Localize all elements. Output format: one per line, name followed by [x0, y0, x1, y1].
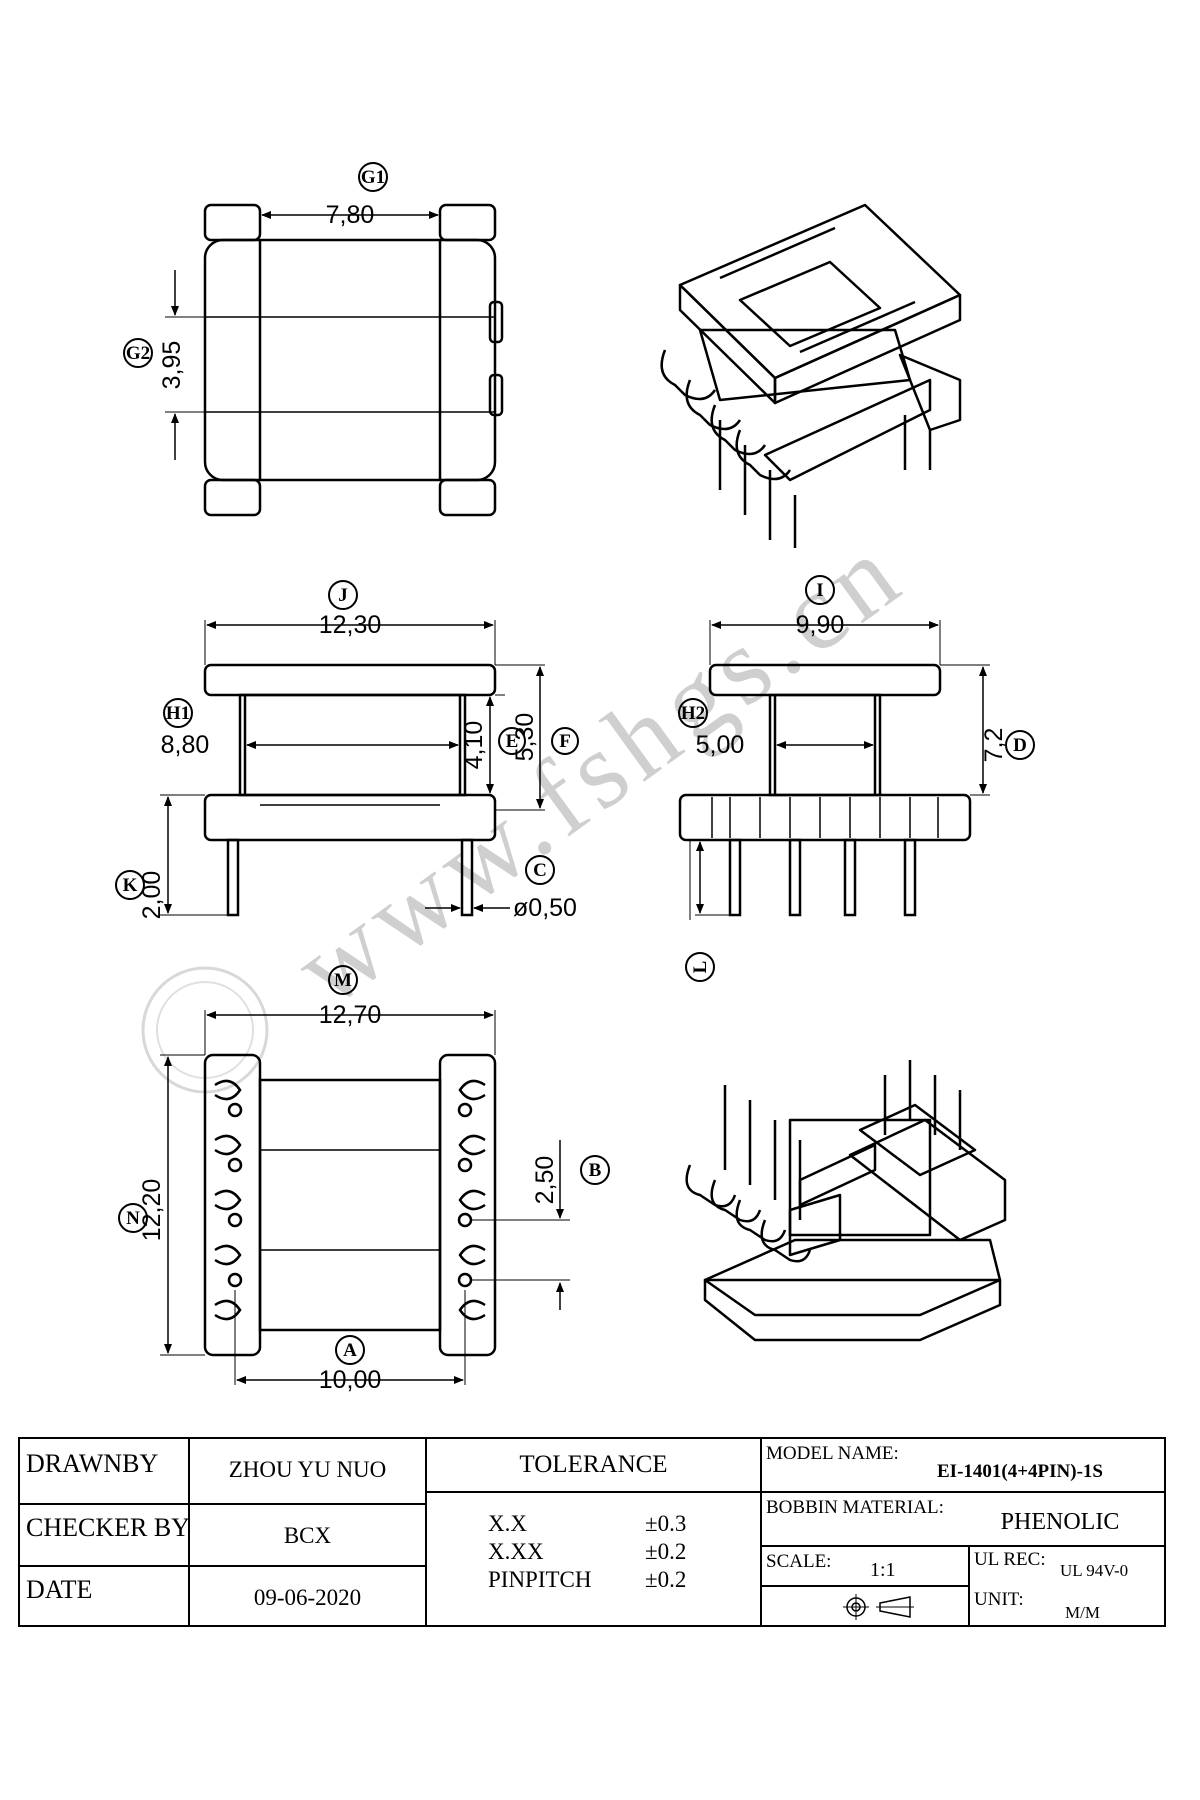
dim-f: 5,30: [511, 713, 539, 762]
ref-a: A: [343, 1340, 357, 1361]
ref-h2: H2: [681, 703, 705, 724]
date-label: DATE: [26, 1575, 93, 1604]
ref-k: K: [123, 875, 138, 896]
side-view: [678, 620, 990, 920]
bottom-view-labels: M 12,70 N 12,20 B 2,50 A 10,00: [118, 965, 610, 1394]
ref-m: M: [334, 970, 352, 991]
front-view: [160, 620, 545, 917]
side-view-labels: I 9,90 H2 5,00 D 7,2 L: [678, 575, 1035, 982]
projection-symbol-icon: [843, 1594, 914, 1620]
ref-g2: G2: [126, 343, 150, 364]
model-value: EI-1401(4+4PIN)-1S: [937, 1461, 1103, 1482]
divider: [20, 1503, 425, 1505]
model-label: MODEL NAME:: [766, 1443, 899, 1464]
dim-k: 2,00: [138, 871, 166, 920]
date-value: 09-06-2020: [253, 1585, 362, 1610]
ref-f: F: [559, 731, 571, 752]
top-view-labels: G1 7,80 G2 3,95: [123, 162, 388, 390]
watermark-text: www.fshgs.cn: [272, 509, 925, 1030]
tolerance-value-1: ±0.3: [645, 1511, 687, 1536]
dim-b: 2,50: [531, 1156, 559, 1205]
drawnby-label: DRAWNBY: [26, 1449, 159, 1478]
divider: [760, 1439, 762, 1627]
ref-h1: H1: [166, 703, 190, 724]
ul-label: UL REC:: [974, 1549, 1046, 1570]
dim-j: 12,30: [319, 611, 382, 639]
dim-d: 7,2: [980, 728, 1008, 763]
dim-m: 12,70: [319, 1001, 382, 1029]
tolerance-name-1: X.X: [488, 1511, 527, 1536]
ref-b: B: [589, 1160, 602, 1181]
drawnby-value: ZHOU YU NUO: [228, 1457, 387, 1482]
scale-label: SCALE:: [766, 1551, 832, 1572]
divider: [760, 1545, 1166, 1547]
dim-h2: 5,00: [696, 731, 745, 759]
isometric-view-top: [660, 203, 962, 548]
dim-a: 10,00: [319, 1366, 382, 1394]
unit-value: M/M: [1065, 1603, 1100, 1622]
dim-g1: 7,80: [326, 201, 375, 229]
ref-j: J: [338, 585, 348, 606]
checker-value: BCX: [283, 1523, 332, 1548]
divider: [425, 1439, 427, 1627]
tolerance-name-3: PINPITCH: [488, 1567, 592, 1592]
divider: [425, 1491, 760, 1493]
divider: [188, 1439, 190, 1627]
dim-h1: 8,80: [161, 731, 210, 759]
bottom-view: [160, 1010, 570, 1385]
tolerance-label: TOLERANCE: [519, 1451, 668, 1478]
ul-value: UL 94V-0: [1060, 1561, 1129, 1580]
ref-i: I: [816, 580, 823, 601]
divider: [968, 1545, 970, 1627]
divider: [20, 1565, 425, 1567]
ref-c: C: [533, 860, 547, 881]
dim-c: ø0,50: [513, 894, 577, 922]
scale-value: 1:1: [870, 1559, 896, 1581]
divider: [760, 1585, 968, 1587]
ref-l: L: [690, 961, 711, 974]
ref-g1: G1: [361, 167, 385, 188]
ref-n: N: [126, 1208, 140, 1229]
unit-label: UNIT:: [974, 1589, 1024, 1610]
dim-e: 4,10: [460, 721, 488, 770]
tolerance-value-3: ±0.2: [645, 1567, 687, 1592]
title-block: DRAWNBY CHECKER BY DATE ZHOU YU NUO BCX …: [18, 1437, 1166, 1627]
checker-label: CHECKER BY: [26, 1513, 190, 1542]
tolerance-name-2: X.XX: [488, 1539, 544, 1564]
material-value: PHENOLIC: [1000, 1509, 1120, 1535]
dim-i: 9,90: [796, 611, 845, 639]
front-view-labels: J 12,30 H1 8,80 E 4,10 F 5,30 K 2,00 C ø…: [115, 580, 579, 922]
ref-d: D: [1013, 735, 1027, 756]
dim-g2: 3,95: [158, 341, 186, 390]
ref-e: E: [506, 731, 519, 752]
top-view: [165, 203, 504, 517]
isometric-view-bottom: [685, 1060, 1007, 1342]
divider: [760, 1491, 1166, 1493]
dim-n: 12,20: [138, 1179, 166, 1242]
tolerance-value-2: ±0.2: [645, 1539, 687, 1564]
material-label: BOBBIN MATERIAL:: [766, 1497, 944, 1518]
